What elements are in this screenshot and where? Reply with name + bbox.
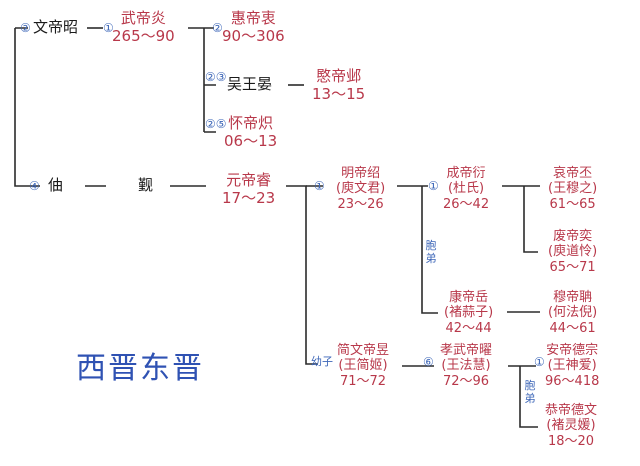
person-name: 恭帝德文 (545, 403, 598, 418)
reign-years: 61～65 (549, 196, 596, 212)
person-name: 文帝昭 (33, 18, 79, 36)
person-mindiye: 愍帝邺 13～15 (312, 67, 366, 103)
line-ming-kang (421, 186, 438, 314)
mother-name: (庾文君) (336, 181, 386, 197)
mother-name: (褚灵媛) (546, 418, 596, 434)
person-huaidichi: 怀帝炽 06～13 (224, 114, 278, 150)
person-kangdiyue: 康帝岳 (褚蒜子) 42～44 (444, 290, 493, 336)
line-yuandi-spine (286, 185, 318, 365)
line-cheng-ai (502, 185, 540, 253)
line-wendi-spine (14, 27, 40, 187)
person-mudidan: 穆帝聃 (何法倪) 44～61 (548, 290, 597, 336)
person-name: 孝武帝曜 (440, 343, 493, 358)
marker-wudi: ① (103, 21, 114, 35)
person-wudiyan: 武帝炎 265～90 (112, 9, 175, 45)
reign-years: 18～20 (547, 433, 595, 449)
person-name: 惠帝衷 (230, 9, 276, 27)
mother-name: (王简姬) (338, 358, 388, 374)
person-name: 元帝睿 (226, 171, 272, 189)
person-name: 明帝绍 (341, 166, 381, 181)
reign-years: 265～90 (112, 26, 175, 45)
mother-name: (褚蒜子) (444, 305, 494, 321)
label-baodi-kang: 胞弟 (425, 239, 437, 265)
reign-years: 06～13 (224, 131, 278, 150)
line-wudi-spine (188, 27, 216, 133)
person-huidizhong: 惠帝衷 90～306 (222, 9, 285, 45)
marker-wuwang: ②③ (205, 70, 227, 84)
reign-years: 23～26 (337, 196, 384, 212)
person-chengdiyan: 成帝衍 (杜氏) 26～42 (443, 166, 489, 212)
reign-years: 13～15 (312, 84, 366, 103)
person-jin: 觐 (138, 176, 154, 195)
reign-years: 17～23 (222, 188, 276, 207)
reign-years: 65～71 (549, 259, 596, 275)
marker-yuandi: ① (314, 179, 325, 193)
mother-name: (王神爱) (547, 358, 597, 374)
person-mingdishao: 明帝绍 (庾文君) 23～26 (336, 166, 385, 212)
reign-years: 26～42 (443, 196, 490, 212)
marker-zhou: ④ (29, 179, 40, 193)
marker-andi: ① (534, 355, 545, 369)
label-baodi-gong: 胞弟 (524, 379, 536, 405)
person-andi: 安帝德宗 (王神爱) 96～418 (545, 343, 599, 389)
person-name: 穆帝聃 (553, 290, 593, 305)
mother-name: (庾道怜) (548, 244, 598, 260)
person-name: 愍帝邺 (316, 67, 362, 85)
person-yuandirui: 元帝睿 17～23 (222, 171, 276, 207)
person-name: 觐 (138, 176, 154, 194)
dynasty-title: 西晋东晋 (76, 351, 204, 386)
person-name: 哀帝丕 (553, 166, 593, 181)
marker-xiaowu: ⑥ (423, 355, 434, 369)
person-name: 安帝德宗 (546, 343, 599, 358)
line-xiaowu-andi (508, 365, 538, 428)
person-name: 废帝奕 (553, 229, 593, 244)
marker-huaidi: ②⑤ (205, 117, 227, 131)
person-wendizhao: 文帝昭 (33, 18, 79, 37)
marker-wendi: ② (20, 21, 31, 35)
person-aidipi: 哀帝丕 (王穆之) 61～65 (548, 166, 597, 212)
mother-name: (杜氏) (447, 181, 485, 197)
person-name: 吴王晏 (227, 75, 273, 93)
person-wuwangyan: 吴王晏 (227, 75, 273, 94)
label-youzi: 幼子 (311, 355, 333, 368)
reign-years: 42～44 (445, 320, 492, 336)
reign-years: 90～306 (222, 26, 285, 45)
reign-years: 96～418 (545, 373, 600, 389)
person-xiaowudi: 孝武帝曜 (王法慧) 72～96 (440, 343, 492, 389)
reign-years: 72～96 (442, 373, 490, 389)
reign-years: 71～72 (339, 373, 387, 389)
mother-name: (王穆之) (548, 181, 598, 197)
person-name: 武帝炎 (120, 9, 166, 27)
person-name: 伷 (48, 176, 64, 194)
person-feidiyi: 废帝奕 (庾道怜) 65～71 (548, 229, 597, 275)
person-zhou: 伷 (48, 176, 64, 195)
person-name: 康帝岳 (449, 290, 489, 305)
person-jianwendi: 简文帝昱 (王简姬) 71～72 (337, 343, 389, 389)
marker-huidi: ② (212, 21, 223, 35)
person-name: 成帝衍 (446, 166, 486, 181)
reign-years: 44～61 (549, 320, 596, 336)
mother-name: (王法慧) (441, 358, 491, 374)
person-name: 怀帝炽 (228, 114, 274, 132)
person-name: 简文帝昱 (337, 343, 390, 358)
marker-chengdi: ① (428, 179, 439, 193)
person-gongdi: 恭帝德文 (褚灵媛) 18～20 (545, 403, 597, 449)
mother-name: (何法倪) (548, 305, 598, 321)
